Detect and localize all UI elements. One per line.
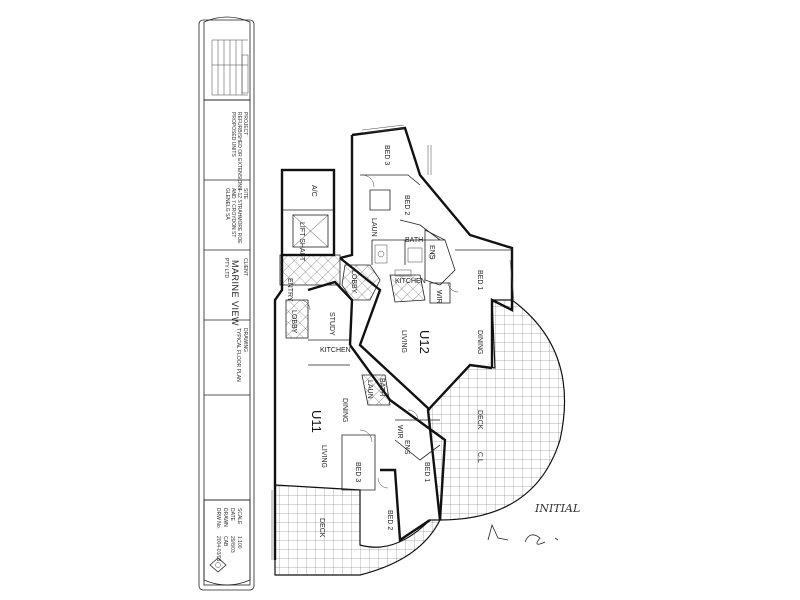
room-deck-u11: DECK [318, 518, 325, 538]
room-laun-top: LAUN [370, 218, 377, 237]
room-bed2-u11: BED 2 [386, 510, 393, 530]
room-lobby-mid: LOBBY [290, 310, 297, 334]
room-ac: A/C [310, 185, 317, 197]
laundry-mid-tiles [361, 374, 391, 406]
room-study: STUDY [328, 312, 335, 336]
room-deck-u12-sub: C.L [476, 452, 483, 463]
site-line-1: 4-12 STRAHMORE ROE [236, 188, 242, 244]
room-dining-u12: DINING [476, 330, 483, 355]
scale-value: 1:100 [236, 536, 242, 549]
deck-u12 [427, 299, 566, 521]
room-wir-mid: WIR [396, 425, 403, 439]
client-name: MARINE VIEW [230, 260, 240, 326]
room-labels: BED 3 BED 2 BED 1 A/C LIFT SHAFT ENTRY L… [286, 145, 483, 538]
lift-core [280, 168, 336, 257]
unit-12-label: U12 [417, 330, 432, 354]
u12-partitions [360, 174, 512, 304]
drw-no-value: 2004-03/03 [215, 536, 221, 562]
outer-walls [273, 126, 514, 560]
room-bath-top: BATH [405, 237, 423, 244]
scale-label: SCALE [236, 508, 242, 525]
drawn-label: DRAWN [222, 508, 228, 527]
project-header: PROJECT [242, 112, 248, 135]
room-bed2-top: BED 2 [403, 195, 410, 215]
revision-table [211, 39, 249, 96]
door-swings [299, 174, 459, 489]
site-header: SITE [242, 188, 248, 200]
room-ens-top: ENS [428, 245, 435, 260]
room-lift-shaft: LIFT SHAFT [298, 222, 305, 262]
date-label: DATE [229, 508, 235, 522]
room-laun-mid: LAUN [366, 380, 373, 399]
drawn-value: CAB [222, 536, 228, 547]
room-deck-u12: DECK [476, 410, 483, 430]
site-line-2: AND 7 CROYDON ST [230, 188, 236, 237]
room-kitchen-u11: KITCHEN [320, 347, 351, 354]
room-bed3-top: BED 3 [383, 145, 390, 165]
windows [271, 124, 515, 560]
client-header: CLIENT [242, 258, 248, 276]
initial-text: INITIAL [534, 502, 580, 515]
room-entry: ENTRY [286, 278, 293, 302]
drawing-header: DRAWING [242, 328, 248, 352]
room-lobby-top: LOBBY [350, 270, 357, 294]
initials-signature [487, 523, 559, 545]
room-living-u12: LIVING [400, 330, 407, 353]
date-value: 29/8/03 [229, 536, 235, 553]
kitchen-u12-tiles [389, 274, 426, 303]
title-block: PROJECT REFURBISHED OR EXTENSIONS PROPOS… [198, 16, 255, 591]
room-kitchen-u12: KITCHEN [395, 278, 426, 285]
handwritten-initial: INITIAL [487, 502, 580, 545]
client-sub: PTY LTD [223, 258, 229, 278]
entry-tiles [279, 254, 341, 286]
room-living-u11: LIVING [320, 445, 327, 468]
room-bed3-u11: BED 3 [354, 462, 361, 482]
firm-logo-icon [209, 557, 227, 573]
unit-11-label: U11 [309, 410, 324, 433]
room-wir-top: WIR [435, 290, 442, 304]
drawing-name: TYPICAL FLOOR PLAN [235, 328, 241, 382]
room-dining-u11: DINING [341, 398, 348, 423]
room-bed1-u11: BED 1 [423, 462, 430, 482]
site-line-3: GLENELG SA [224, 188, 230, 220]
lobby-top-tiles [341, 264, 381, 301]
room-ens-mid: ENS [403, 440, 410, 455]
room-bed1-top: BED 1 [476, 270, 483, 290]
drw-no-label: DRW No. [215, 508, 221, 529]
lobby-mid-tiles [285, 299, 309, 339]
room-bath-mid: BATH [378, 378, 385, 396]
project-line-2: PROPOSED UNITS [230, 112, 236, 157]
project-line-1: REFURBISHED OR EXTENSIONS [236, 112, 242, 191]
